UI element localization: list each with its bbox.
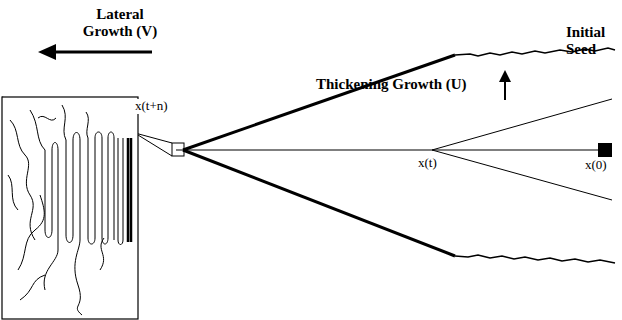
growth-label: Lateral Growth (V)	[72, 6, 168, 41]
thickening-arrow	[504, 80, 506, 100]
crystal-edge	[183, 150, 455, 256]
growth-front	[455, 255, 615, 263]
arrow-head	[38, 44, 56, 60]
earlier-edge	[432, 150, 612, 200]
position-label: x(t+n)	[134, 99, 169, 114]
inset-box	[2, 97, 138, 319]
growth-label: Thickening Growth (U)	[316, 76, 467, 93]
initial-seed	[598, 143, 612, 157]
lamella-stem	[128, 138, 131, 242]
earlier-edge	[432, 99, 612, 150]
seed-label: Initial Seed	[566, 24, 618, 59]
position-label: x(t)	[417, 156, 438, 171]
lateral-arrow	[52, 51, 152, 54]
crystal-edge	[183, 55, 455, 150]
growth-axis	[176, 149, 600, 150]
chain-folds	[8, 105, 123, 315]
arrow-head	[499, 70, 511, 82]
zoom-square	[172, 143, 184, 156]
position-label: x(0)	[584, 158, 608, 173]
zoom-leader	[138, 135, 172, 156]
